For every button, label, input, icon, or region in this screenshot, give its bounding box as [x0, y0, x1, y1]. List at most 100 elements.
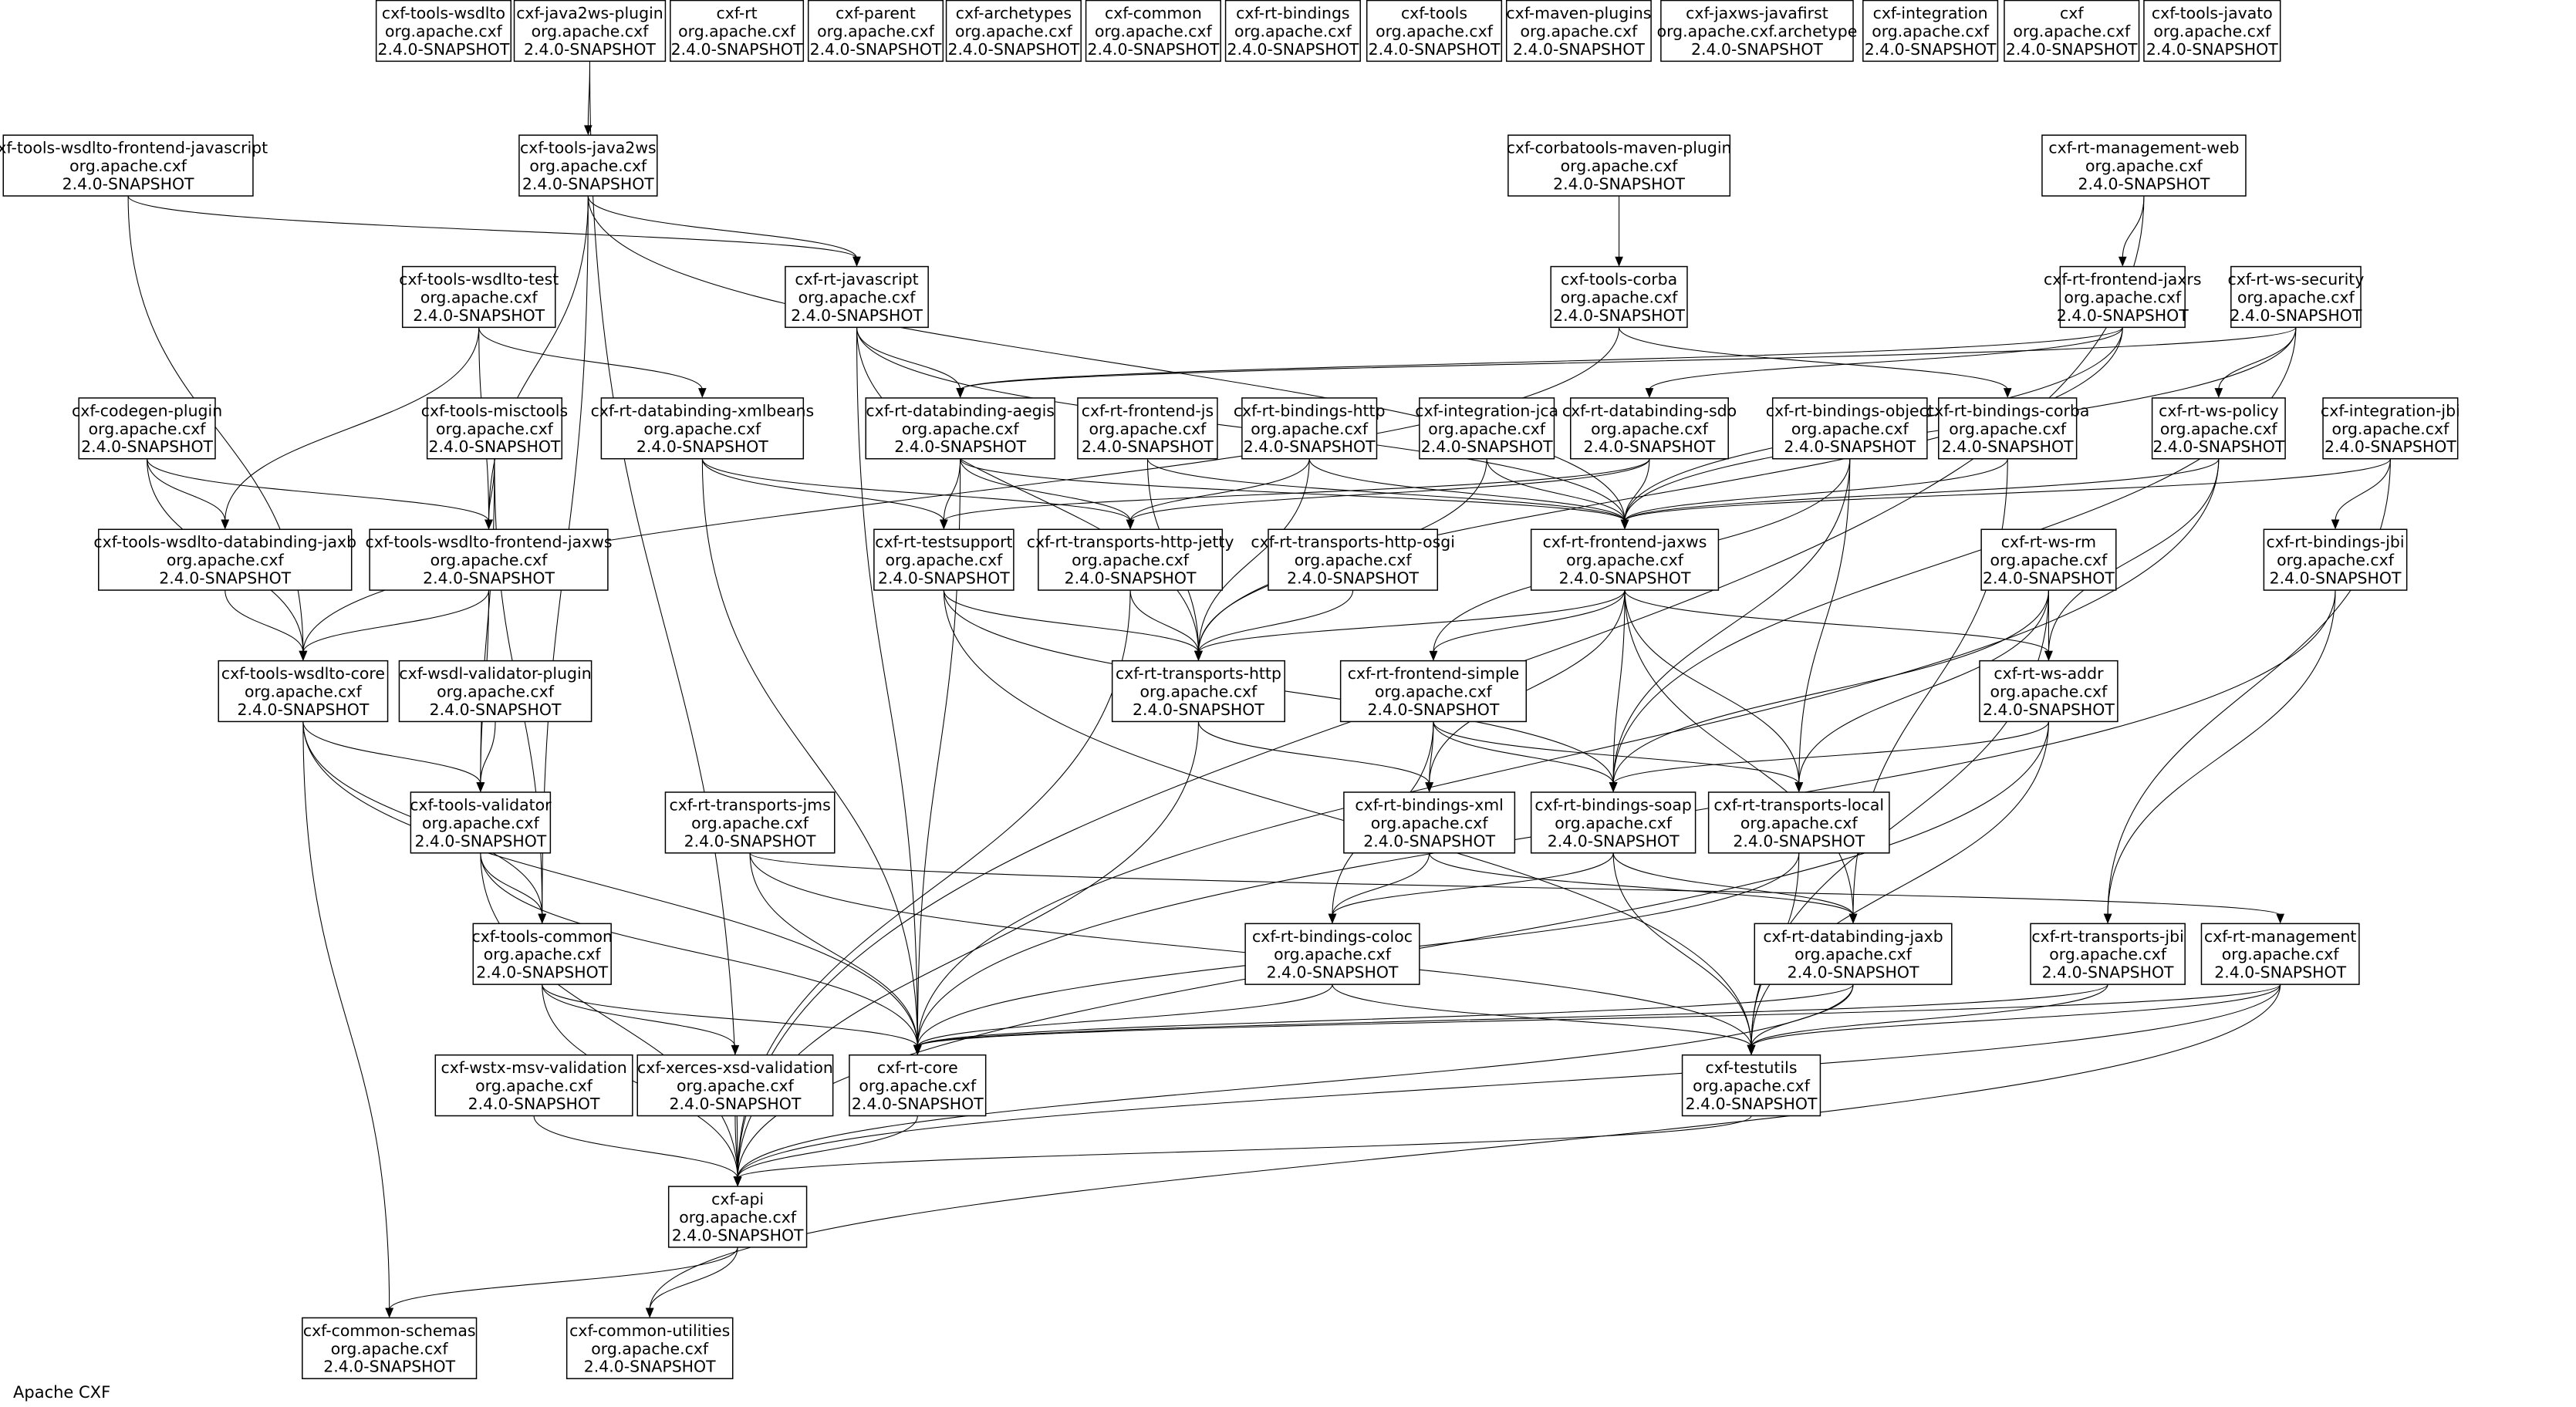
module-node-cxf-rt-frontend-js[interactable]: cxf-rt-frontend-jsorg.apache.cxf2.4.0-SN… — [1077, 397, 1218, 460]
module-node-cxf-tools-java2ws[interactable]: cxf-tools-java2wsorg.apache.cxf2.4.0-SNA… — [518, 134, 658, 197]
arrowhead-icon — [1126, 519, 1135, 530]
module-node-cxf-rt-frontend-jaxrs[interactable]: cxf-rt-frontend-jaxrsorg.apache.cxf2.4.0… — [2044, 265, 2201, 329]
group-id: org.apache.cxf — [2085, 157, 2203, 175]
module-node-cxf-integration[interactable]: cxf-integrationorg.apache.cxf2.4.0-SNAPS… — [1862, 0, 1999, 62]
module-node-cxf-rt-transports-jms[interactable]: cxf-rt-transports-jmsorg.apache.cxf2.4.0… — [664, 791, 836, 854]
node-box — [518, 134, 658, 197]
module-node-cxf-rt-management-web[interactable]: cxf-rt-management-weborg.apache.cxf2.4.0… — [2041, 134, 2247, 197]
node-box — [636, 1054, 834, 1117]
dependency-edge — [1194, 589, 1626, 661]
group-id: org.apache.cxf — [885, 551, 1003, 569]
module-node-cxf-rt-javascript[interactable]: cxf-rt-javascriptorg.apache.cxf2.4.0-SNA… — [785, 265, 929, 329]
dependency-edge — [1197, 721, 1433, 792]
module-node-cxf-rt-databinding-jaxb[interactable]: cxf-rt-databinding-jaxborg.apache.cxf2.4… — [1754, 923, 1953, 985]
module-node-cxf-rt-bindings-corba[interactable]: cxf-rt-bindings-corbaorg.apache.cxf2.4.0… — [1926, 397, 2089, 460]
module-node-cxf-common-schemas[interactable]: cxf-common-schemasorg.apache.cxf2.4.0-SN… — [302, 1317, 478, 1379]
group-id: org.apache.cxf — [1566, 551, 1684, 569]
edge-line — [302, 721, 918, 1048]
module-node-cxf-rt-transports-http-osgi[interactable]: cxf-rt-transports-http-osgiorg.apache.cx… — [1251, 528, 1455, 591]
edge-line — [856, 327, 1199, 653]
module-node-cxf-rt-frontend-simple[interactable]: cxf-rt-frontend-simpleorg.apache.cxf2.4.… — [1339, 660, 1528, 723]
module-node-cxf-rt-testsupport[interactable]: cxf-rt-testsupportorg.apache.cxf2.4.0-SN… — [873, 528, 1015, 591]
module-node-cxf-tools-wsdlto-databinding-jaxb[interactable]: cxf-tools-wsdlto-databinding-jaxborg.apa… — [93, 528, 356, 591]
module-node-cxf-tools-common[interactable]: cxf-tools-commonorg.apache.cxf2.4.0-SNAP… — [471, 923, 613, 985]
edge-line — [1619, 327, 2008, 390]
module-node-cxf-rt-transports-local[interactable]: cxf-rt-transports-localorg.apache.cxf2.4… — [1707, 791, 1890, 854]
group-id: org.apache.cxf — [1371, 814, 1489, 832]
module-node-cxf-rt-transports-http[interactable]: cxf-rt-transports-httporg.apache.cxf2.4.… — [1111, 660, 1285, 723]
module-node-cxf-tools-wsdlto-frontend-jaxws[interactable]: cxf-tools-wsdlto-frontend-jaxwsorg.apach… — [366, 528, 613, 591]
module-node-cxf-rt-databinding-xmlbeans[interactable]: cxf-rt-databinding-xmlbeansorg.apache.cx… — [591, 397, 815, 460]
version: 2.4.0-SNAPSHOT — [2230, 306, 2362, 325]
module-node-cxf-tools-javato[interactable]: cxf-tools-javatoorg.apache.cxf2.4.0-SNAP… — [2143, 0, 2281, 62]
module-node-cxf-xerces-xsd-validation[interactable]: cxf-xerces-xsd-validationorg.apache.cxf2… — [636, 1054, 834, 1117]
group-id: org.apache.cxf — [1140, 682, 1258, 700]
group-id: org.apache.cxf — [1376, 22, 1494, 40]
group-id: org.apache.cxf — [798, 288, 917, 306]
module-node-cxf-archetypes[interactable]: cxf-archetypesorg.apache.cxf2.4.0-SNAPSH… — [945, 0, 1082, 62]
module-node-cxf-rt-bindings-xml[interactable]: cxf-rt-bindings-xmlorg.apache.cxf2.4.0-S… — [1343, 791, 1516, 854]
module-node-cxf-wstx-msv-validation[interactable]: cxf-wstx-msv-validationorg.apache.cxf2.4… — [434, 1054, 633, 1117]
module-node-cxf-rt-transports-jbi[interactable]: cxf-rt-transports-jbiorg.apache.cxf2.4.0… — [2030, 923, 2186, 985]
module-node-cxf-tools-wsdlto-core[interactable]: cxf-tools-wsdlto-coreorg.apache.cxf2.4.0… — [218, 660, 389, 723]
dependency-edge — [733, 721, 1199, 1187]
module-node-cxf-jaxws-javafirst[interactable]: cxf-jaxws-javafirstorg.apache.cxf.archet… — [1657, 0, 1858, 62]
dependency-edge — [943, 590, 1203, 661]
module-node-cxf-rt-bindings-jbi[interactable]: cxf-rt-bindings-jbiorg.apache.cxf2.4.0-S… — [2263, 528, 2408, 591]
module-node-cxf-tools-wsdlto[interactable]: cxf-tools-wsdltoorg.apache.cxf2.4.0-SNAP… — [375, 0, 512, 62]
edge-line — [1129, 458, 1650, 521]
dependency-edge — [1620, 458, 2391, 530]
node-box — [1366, 0, 1503, 62]
module-node-cxf-integration-jca[interactable]: cxf-integration-jcaorg.apache.cxf2.4.0-S… — [1415, 397, 1558, 460]
module-node-cxf-tools-corba[interactable]: cxf-tools-corbaorg.apache.cxf2.4.0-SNAPS… — [1550, 265, 1688, 329]
module-node-cxf-java2ws-plugin[interactable]: cxf-java2ws-pluginorg.apache.cxf2.4.0-SN… — [513, 0, 667, 62]
module-node-cxf-tools-validator[interactable]: cxf-tools-validatororg.apache.cxf2.4.0-S… — [410, 791, 552, 854]
module-node-cxf-maven-plugins[interactable]: cxf-maven-pluginsorg.apache.cxf2.4.0-SNA… — [1505, 0, 1652, 62]
module-node-cxf-corbatools-maven-plugin[interactable]: cxf-corbatools-maven-pluginorg.apache.cx… — [1507, 134, 1732, 197]
version: 2.4.0-SNAPSHOT — [1082, 437, 1214, 456]
module-node-cxf-rt-bindings-coloc[interactable]: cxf-rt-bindings-colocorg.apache.cxf2.4.0… — [1244, 923, 1420, 985]
edge-line — [1129, 458, 1310, 521]
edge-line — [589, 61, 738, 1179]
artifact-id: cxf-rt-frontend-jaxrs — [2044, 270, 2201, 288]
module-node-cxf-rt-management[interactable]: cxf-rt-managementorg.apache.cxf2.4.0-SNA… — [2200, 923, 2360, 985]
dependency-edge — [1612, 852, 1858, 924]
module-node-cxf-wsdl-validator-plugin[interactable]: cxf-wsdl-validator-pluginorg.apache.cxf2… — [398, 660, 593, 723]
module-node-cxf-rt-bindings[interactable]: cxf-rt-bindingsorg.apache.cxf2.4.0-SNAPS… — [1224, 0, 1361, 62]
group-id: org.apache.cxf — [1990, 551, 2108, 569]
module-node-cxf-codegen-plugin[interactable]: cxf-codegen-pluginorg.apache.cxf2.4.0-SN… — [72, 397, 222, 460]
module-node-cxf-rt-ws-policy[interactable]: cxf-rt-ws-policyorg.apache.cxf2.4.0-SNAP… — [2151, 397, 2286, 460]
arrowhead-icon — [1747, 1044, 1756, 1055]
module-node-cxf-rt-transports-http-jetty[interactable]: cxf-rt-transports-http-jettyorg.apache.c… — [1027, 528, 1234, 591]
module-node-cxf-rt-ws-security[interactable]: cxf-rt-ws-securityorg.apache.cxf2.4.0-SN… — [2227, 265, 2364, 329]
module-node-cxf-testutils[interactable]: cxf-testutilsorg.apache.cxf2.4.0-SNAPSHO… — [1681, 1054, 1821, 1117]
module-node-cxf-rt-bindings-soap[interactable]: cxf-rt-bindings-soaporg.apache.cxf2.4.0-… — [1530, 791, 1697, 854]
module-node-cxf-rt-bindings-object[interactable]: cxf-rt-bindings-objectorg.apache.cxf2.4.… — [1766, 397, 1934, 460]
module-node-cxf-rt-databinding-sdo[interactable]: cxf-rt-databinding-sdoorg.apache.cxf2.4.… — [1562, 397, 1737, 460]
module-node-cxf-rt-databinding-aegis[interactable]: cxf-rt-databinding-aegisorg.apache.cxf2.… — [865, 397, 1055, 460]
artifact-id: cxf-tools-validator — [410, 795, 552, 814]
edge-line — [147, 458, 226, 521]
group-id: org.apache.cxf — [677, 1077, 795, 1095]
module-node-cxf-common-utilities[interactable]: cxf-common-utilitiesorg.apache.cxf2.4.0-… — [566, 1317, 734, 1379]
edge-line — [737, 984, 2281, 1179]
node-box — [865, 397, 1055, 460]
module-node-cxf-integration-jbi[interactable]: cxf-integration-jbiorg.apache.cxf2.4.0-S… — [2321, 397, 2460, 460]
module-node-cxf-tools-wsdlto-test[interactable]: cxf-tools-wsdlto-testorg.apache.cxf2.4.0… — [399, 265, 559, 329]
module-node-cxf-rt-frontend-jaxws[interactable]: cxf-rt-frontend-jaxwsorg.apache.cxf2.4.0… — [1530, 528, 1720, 591]
artifact-id: cxf-rt-bindings-object — [1766, 401, 1934, 420]
module-node-cxf-rt-bindings-http[interactable]: cxf-rt-bindings-httporg.apache.cxf2.4.0-… — [1234, 397, 1386, 460]
module-node-cxf-tools-wsdlto-frontend-javascript[interactable]: cxf-tools-wsdlto-frontend-javascriptorg.… — [0, 134, 268, 197]
module-node-cxf-tools-misctools[interactable]: cxf-tools-misctoolsorg.apache.cxf2.4.0-S… — [421, 397, 568, 460]
dependency-edge — [1433, 721, 1618, 792]
version: 2.4.0-SNAPSHOT — [810, 40, 942, 59]
module-node-cxf-rt-ws-addr[interactable]: cxf-rt-ws-addrorg.apache.cxf2.4.0-SNAPSH… — [1979, 660, 2119, 723]
